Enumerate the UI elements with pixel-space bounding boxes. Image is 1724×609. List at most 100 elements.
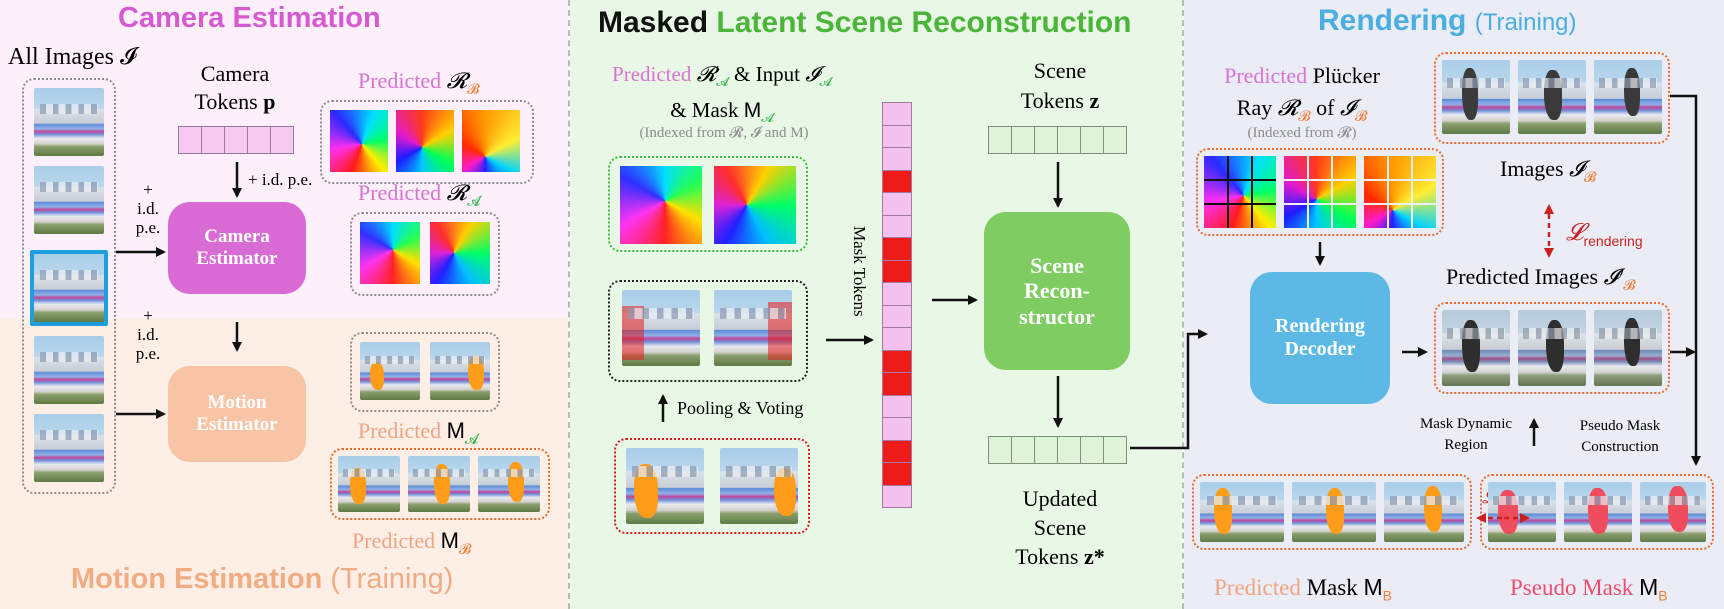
rendering-decoder-line1: Rendering bbox=[1275, 315, 1365, 337]
pseudo-mask-word: Pseudo Mask bbox=[1510, 575, 1634, 600]
predicted-images-word: Predicted Images bbox=[1446, 264, 1599, 289]
token-cell bbox=[882, 484, 912, 508]
grid-overlay bbox=[1284, 156, 1356, 228]
idpe-pe: p.e. bbox=[135, 218, 161, 237]
predicted-mask-frame-2 bbox=[1292, 482, 1376, 542]
input-frame-5 bbox=[34, 414, 104, 482]
orange-mask-blob bbox=[370, 362, 384, 390]
idpe-id: i.d. bbox=[137, 325, 159, 344]
predicted-ra-label: Predicted 𝓡𝓐 bbox=[358, 180, 481, 210]
scene-recon-line3: structor bbox=[1019, 303, 1095, 329]
r-symbol: 𝓡 bbox=[1277, 95, 1299, 120]
predicted-ra-box bbox=[350, 212, 500, 296]
token-cell bbox=[1103, 126, 1127, 154]
images-ib-label: Images 𝓘𝓑 bbox=[1500, 156, 1596, 186]
plucker-ray-ra-2 bbox=[430, 222, 490, 284]
masked-image-1 bbox=[622, 290, 700, 366]
mask-a-frame-2 bbox=[430, 342, 490, 400]
pooling-voting-label: Pooling & Voting bbox=[677, 398, 804, 418]
rendering-decoder-line2: Decoder bbox=[1284, 338, 1356, 360]
m-symbol: M bbox=[446, 418, 465, 443]
i-symbol: 𝓘 bbox=[1339, 95, 1355, 120]
scene-recon-line2: Recon- bbox=[1024, 278, 1090, 304]
arrow-updated-to-decoder bbox=[1130, 329, 1208, 450]
b-subscript: 𝓑 bbox=[1623, 278, 1636, 294]
target-image-2 bbox=[1518, 60, 1586, 134]
predicted-ma-box bbox=[350, 332, 500, 412]
motion-estimator-line1: Motion bbox=[207, 392, 267, 414]
idpe-pe: p.e. bbox=[135, 344, 161, 363]
mask-word: & Mask bbox=[670, 98, 739, 123]
predicted-images-box bbox=[1434, 302, 1670, 394]
predicted-mask-label: Predicted Mask MB bbox=[1214, 574, 1392, 604]
plucker-ray-label: Predicted Plücker Ray 𝓡𝓑 of 𝓘𝓑 bbox=[1212, 60, 1392, 133]
middle-masked-image-box bbox=[608, 280, 808, 382]
camera-tokens-word: Tokens bbox=[194, 89, 258, 114]
motion-estimator-line2: Estimator bbox=[196, 414, 278, 435]
rendering-word: Rendering bbox=[1318, 4, 1467, 37]
predicted-mask-frame-1 bbox=[1200, 482, 1284, 542]
scene-tokens-line1: Scene bbox=[1033, 58, 1087, 83]
r-symbol: 𝓡 bbox=[446, 180, 468, 205]
camera-estimator-line1: Camera bbox=[204, 226, 270, 248]
mask-dynamic-line2: Region bbox=[1444, 437, 1488, 453]
predicted-word: Predicted bbox=[358, 180, 442, 205]
loss-arrows bbox=[1476, 204, 1554, 523]
middle-mask-image-box bbox=[614, 438, 810, 534]
all-images-label: All Images 𝓘 bbox=[8, 44, 137, 70]
a-subscript: 𝓐 bbox=[761, 110, 774, 126]
b-subscript: 𝓑 bbox=[1583, 170, 1597, 186]
i-prime-symbol: 𝓘′ bbox=[1603, 264, 1624, 289]
a-subscript: 𝓐 bbox=[467, 194, 481, 210]
orange-mask-blob bbox=[774, 468, 796, 516]
idpe-plus: + bbox=[143, 306, 153, 325]
token-cell bbox=[1011, 436, 1035, 464]
mask-word: Mask bbox=[1306, 575, 1358, 600]
plucker-ray-input-2 bbox=[714, 166, 796, 244]
orange-mask-blob bbox=[468, 356, 484, 390]
updated-scene-tokens-label: Updated Scene Tokens z* bbox=[1000, 484, 1120, 571]
masked-word: Masked bbox=[598, 6, 709, 39]
predicted-rb-box bbox=[320, 100, 534, 184]
idpe-label-camera: + i.d. p.e. bbox=[128, 180, 168, 237]
divider-left bbox=[568, 0, 570, 609]
scene-tokens-line2: Tokens z bbox=[1000, 86, 1120, 116]
b-subscript: B bbox=[1658, 587, 1668, 604]
pseudo-construction-line1: Pseudo Mask bbox=[1579, 418, 1661, 434]
divider-right bbox=[1182, 0, 1184, 609]
loss-symbol: 𝓛 bbox=[1566, 220, 1584, 246]
plucker-word: Plücker bbox=[1312, 63, 1380, 88]
predicted-image-3 bbox=[1594, 310, 1662, 386]
all-images-box bbox=[22, 78, 116, 494]
predicted-mask-frame-3 bbox=[1384, 482, 1464, 542]
idpe-plus: + bbox=[143, 180, 153, 199]
mask-a-frame-1 bbox=[360, 342, 420, 400]
plucker-grid-1 bbox=[1204, 156, 1276, 228]
camera-tokens-line2: Tokens p bbox=[180, 88, 290, 116]
mask-b-frame-1 bbox=[338, 456, 400, 512]
pseudo-mask-frame-3 bbox=[1640, 482, 1706, 542]
b-subscript: 𝓑 bbox=[467, 82, 480, 98]
images-word: Images bbox=[1500, 156, 1564, 181]
predicted-word: Predicted bbox=[1224, 63, 1308, 88]
pseudo-construction-line2: Construction bbox=[1581, 439, 1659, 455]
input-frame-1 bbox=[34, 88, 104, 156]
idpe-id: i.d. bbox=[137, 199, 159, 218]
pseudo-mask-frame-1 bbox=[1488, 482, 1556, 542]
token-cell bbox=[201, 126, 225, 154]
predicted-ma-label: Predicted M𝓐 bbox=[358, 418, 478, 448]
i-symbol: 𝓘 bbox=[1569, 156, 1584, 181]
middle-ray-box bbox=[608, 156, 808, 252]
idpe-label-top: + i.d. p.e. bbox=[248, 170, 313, 189]
scene-recon-line1: Scene bbox=[1030, 253, 1084, 279]
predicted-word: Predicted bbox=[358, 418, 442, 443]
updated-tokens-symbol: z* bbox=[1083, 544, 1105, 569]
input-frame-2 bbox=[34, 166, 104, 234]
motion-training-word: (Training) bbox=[330, 563, 454, 595]
mask-token-column bbox=[882, 102, 912, 508]
arrow-target-images-down bbox=[1670, 94, 1701, 466]
predicted-word: Predicted bbox=[1214, 575, 1301, 600]
updated-line2: Scene bbox=[1033, 515, 1087, 540]
